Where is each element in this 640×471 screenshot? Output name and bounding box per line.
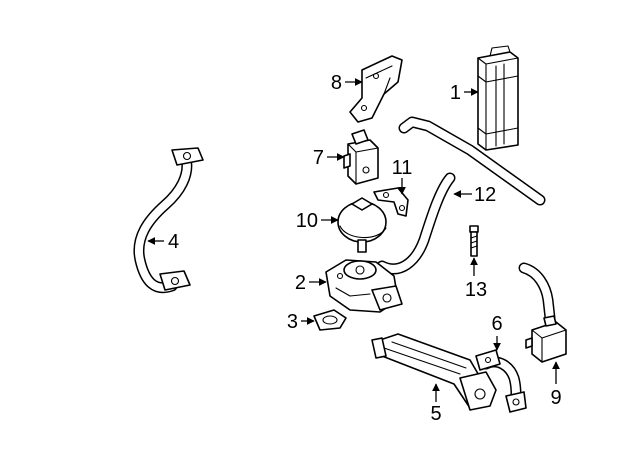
callout-11: 11: [392, 157, 413, 179]
part-9-valve: [518, 262, 567, 363]
callout-9: 9: [550, 387, 561, 409]
part-5-egr-cooler: [371, 333, 497, 411]
callout-7: 7: [313, 147, 324, 169]
callout-5: 5: [430, 403, 441, 425]
callout-3: 3: [287, 311, 298, 333]
callout-12: 12: [474, 184, 496, 206]
part-3-gasket: [313, 309, 347, 331]
callout-2: 2: [295, 272, 306, 294]
part-4-egr-pipe: [133, 147, 204, 294]
callout-8: 8: [331, 72, 342, 94]
part-10-vacuum-canister: [337, 197, 387, 253]
callout-4: 4: [168, 231, 179, 253]
vent-hose: [398, 116, 546, 206]
callout-13: 13: [465, 279, 487, 301]
callout-1: 1: [450, 82, 461, 104]
part-2-egr-valve: [325, 259, 403, 313]
part-12-hose: [376, 172, 456, 275]
part-8-bracket: [349, 55, 403, 123]
part-7-solenoid-valve: [343, 129, 379, 185]
part-6-pipe: [475, 349, 527, 413]
callout-6: 6: [491, 313, 502, 335]
callouts: 1 2 3 4 5 6 7 8 9 10 11 12 13: [147, 72, 562, 425]
part-13-stud: [469, 225, 479, 257]
callout-10: 10: [296, 210, 318, 232]
part-1-canister: [477, 45, 519, 151]
